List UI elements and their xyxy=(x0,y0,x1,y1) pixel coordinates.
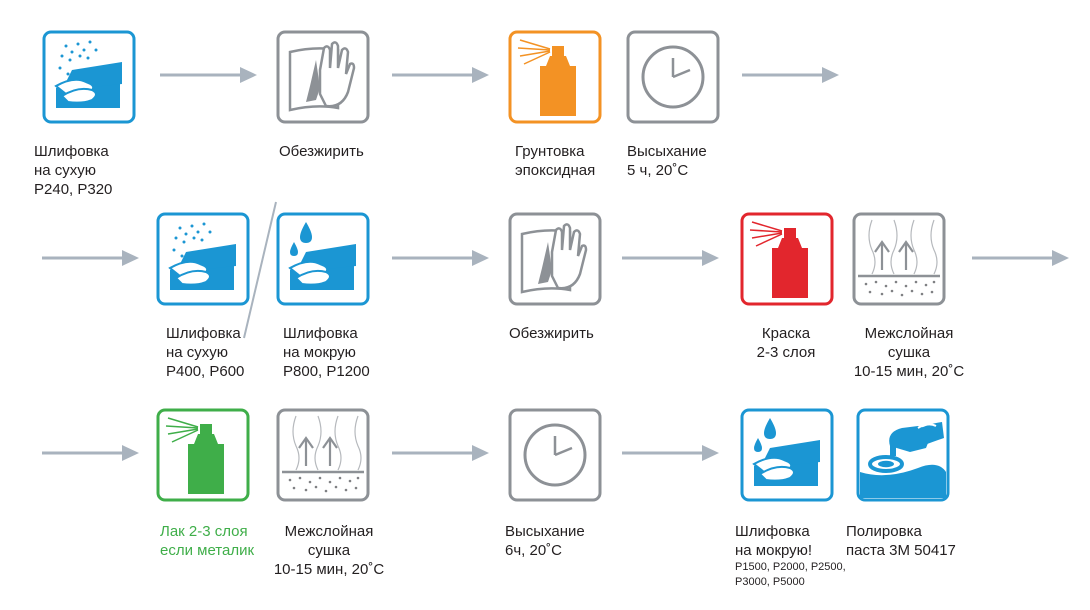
step-label-polish: Полировка паста 3М 50417 xyxy=(846,522,956,560)
label-line: Грунтовка xyxy=(515,143,585,160)
spray-can-icon xyxy=(508,30,602,124)
label-line: Шлифовка xyxy=(735,523,810,540)
step-label-sand-wet-1: Шлифовка на мокрую P800, P1200 xyxy=(283,324,370,381)
label-line: P400, P600 xyxy=(166,363,245,380)
step-label-flash-1: Межслойная сушка 10-15 мин, 20˚С xyxy=(844,324,974,381)
evaporation-icon xyxy=(276,408,370,502)
label-line: Краска xyxy=(761,325,811,342)
label-line: 10-15 мин, 20˚С xyxy=(273,561,385,578)
label-line: паста 3М 50417 xyxy=(846,542,956,559)
label-line: Шлифовка xyxy=(166,325,241,342)
label-line: Высыхание xyxy=(627,143,707,160)
label-line: Межслойная xyxy=(284,523,374,540)
step-label-sand-dry-2: Шлифовка на сухую P400, P600 xyxy=(166,324,244,381)
spray-can-icon xyxy=(740,212,834,306)
label-line: Лак 2-3 слоя xyxy=(160,523,248,540)
dry-sanding-icon xyxy=(42,30,136,124)
evaporation-icon xyxy=(852,212,946,306)
label-line: эпоксидная xyxy=(515,162,596,179)
step-label-lacquer: Лак 2-3 слоя если металик xyxy=(160,522,254,560)
label-line: если металик xyxy=(160,542,255,559)
label-line: на сухую xyxy=(166,344,229,361)
grit-list: P3000, P5000 xyxy=(735,576,805,588)
spray-can-icon xyxy=(156,408,250,502)
arrow-connector xyxy=(622,441,722,465)
wet-sanding-icon xyxy=(740,408,834,502)
step-label-sand-dry-1: Шлифовка на сухую P240, P320 xyxy=(34,142,112,199)
label-line: 2-3 слоя xyxy=(756,344,816,361)
arrow-connector xyxy=(392,441,492,465)
label-line: сушка xyxy=(887,344,931,361)
label-line: Шлифовка xyxy=(283,325,358,342)
clock-icon xyxy=(508,408,602,502)
arrow-connector xyxy=(42,441,142,465)
wet-sanding-icon xyxy=(276,212,370,306)
arrow-connector xyxy=(42,246,142,270)
arrow-connector xyxy=(392,246,492,270)
arrow-connector xyxy=(742,63,842,87)
label-line: P240, P320 xyxy=(34,181,113,198)
label-line: P800, P1200 xyxy=(283,363,370,380)
step-label-sand-wet-2: Шлифовка на мокрую! P1500, P2000, P2500,… xyxy=(735,522,846,590)
step-label-paint: Краска 2-3 слоя xyxy=(746,324,826,362)
arrow-connector xyxy=(392,63,492,87)
step-label-dry-1: Высыхание 5 ч, 20˚С xyxy=(627,142,707,180)
arrow-connector xyxy=(972,246,1072,270)
degrease-icon xyxy=(276,30,370,124)
label-line: Полировка xyxy=(846,523,922,540)
grit-list: P1500, P2000, P2500, xyxy=(735,561,846,573)
step-label-primer: Грунтовка эпоксидная xyxy=(515,142,595,180)
label-line: Шлифовка xyxy=(34,143,109,160)
step-label-degrease-1: Обезжирить xyxy=(279,142,364,161)
label-line: Обезжирить xyxy=(279,143,364,160)
clock-icon xyxy=(626,30,720,124)
arrow-connector xyxy=(622,246,722,270)
dry-sanding-icon xyxy=(156,212,250,306)
label-line: 10-15 мин, 20˚С xyxy=(853,363,965,380)
alternative-divider xyxy=(238,200,282,345)
label-line: Высыхание xyxy=(505,523,585,540)
step-label-dry-2: Высыхание 6ч, 20˚С xyxy=(505,522,585,560)
label-line: на мокрую xyxy=(283,344,356,361)
label-line: Межслойная xyxy=(864,325,954,342)
label-line: сушка xyxy=(307,542,351,559)
label-line: Обезжирить xyxy=(509,325,594,342)
label-line: на мокрую! xyxy=(735,542,813,559)
step-label-degrease-2: Обезжирить xyxy=(509,324,594,343)
label-line: 5 ч, 20˚С xyxy=(627,162,689,179)
arrow-connector xyxy=(160,63,260,87)
polishing-icon xyxy=(856,408,950,502)
step-label-flash-2: Межслойная сушка 10-15 мин, 20˚С xyxy=(264,522,394,579)
label-line: на сухую xyxy=(34,162,97,179)
label-line: 6ч, 20˚С xyxy=(505,542,563,559)
degrease-icon xyxy=(508,212,602,306)
